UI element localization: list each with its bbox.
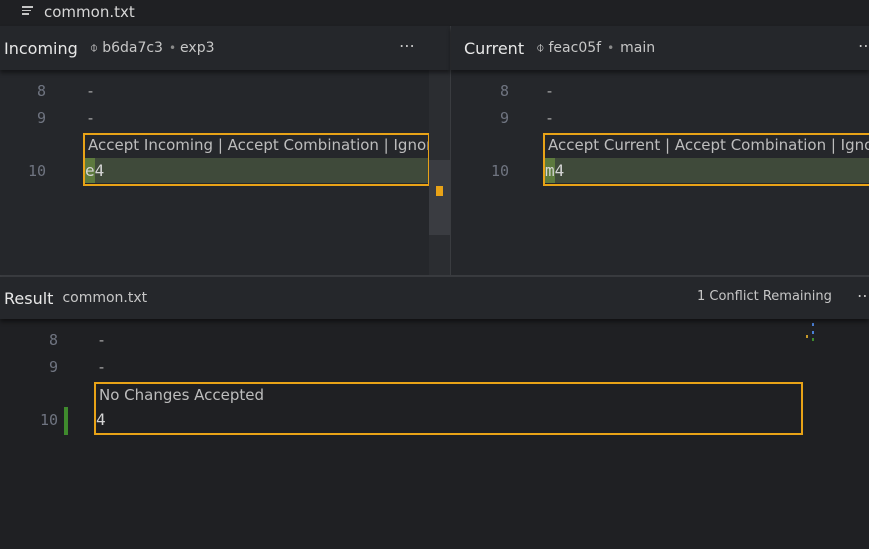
line-number: 8 bbox=[36, 82, 46, 100]
clipped-line: - bbox=[86, 70, 95, 75]
line-text: - bbox=[545, 82, 555, 100]
clipped-line: - bbox=[545, 70, 554, 75]
overview-ruler-mark bbox=[812, 331, 814, 334]
line-text: - bbox=[86, 82, 96, 100]
result-conflict-text: 4 bbox=[96, 410, 106, 429]
pane-divider[interactable] bbox=[450, 26, 451, 275]
current-codelens[interactable]: Accept Current | Accept Combination | Ig… bbox=[548, 136, 869, 154]
line-text: - bbox=[97, 358, 107, 376]
minimap-conflict-mark bbox=[436, 186, 443, 196]
incoming-branch[interactable]: exp3 bbox=[180, 40, 215, 56]
result-codelens[interactable]: No Changes Accepted bbox=[99, 386, 265, 404]
incoming-commit[interactable]: b6da7c3 bbox=[102, 40, 163, 56]
line-number: 10 bbox=[27, 162, 46, 180]
incoming-codelens[interactable]: Accept Incoming | Accept Combination | I… bbox=[88, 136, 442, 154]
changed-line-highlight bbox=[85, 158, 428, 183]
current-conflict-box bbox=[543, 133, 869, 186]
changed-char-highlight bbox=[85, 158, 95, 183]
line-text: - bbox=[97, 331, 107, 349]
incoming-conflict-box bbox=[83, 133, 430, 186]
line-number: 9 bbox=[36, 109, 46, 127]
more-horizontal-icon[interactable]: ⋯ bbox=[858, 36, 869, 55]
current-branch[interactable]: main bbox=[620, 40, 656, 56]
line-number: 8 bbox=[499, 82, 509, 100]
result-conflict-box bbox=[94, 382, 803, 435]
file-title: common.txt bbox=[44, 3, 135, 21]
changed-line-highlight bbox=[545, 158, 869, 183]
title-bar: common.txt bbox=[0, 0, 869, 24]
changed-char-highlight bbox=[545, 158, 555, 183]
text-file-icon bbox=[22, 6, 33, 16]
line-text: - bbox=[86, 109, 96, 127]
incoming-label: Incoming bbox=[4, 38, 78, 58]
line-text: - bbox=[545, 109, 555, 127]
more-horizontal-icon[interactable]: ⋯ bbox=[857, 286, 869, 305]
overview-ruler-mark bbox=[812, 323, 814, 326]
line-number: 9 bbox=[499, 109, 509, 127]
overview-ruler-mark bbox=[806, 335, 808, 338]
current-commit[interactable]: feac05f bbox=[548, 40, 602, 56]
incoming-header: Incoming ⌽ b6da7c3 • exp3 ⋯ bbox=[0, 26, 450, 70]
added-gutter-mark bbox=[64, 407, 68, 435]
git-commit-icon: ⌽ bbox=[89, 40, 99, 56]
separator-dot: • bbox=[168, 41, 177, 55]
current-header: Current ⌽ feac05f • main ⋯ bbox=[451, 26, 869, 70]
incoming-conflict-text: e4 bbox=[85, 161, 105, 180]
clipped-line: - bbox=[97, 319, 106, 324]
line-number: 10 bbox=[39, 411, 58, 429]
git-commit-icon: ⌽ bbox=[536, 40, 545, 56]
current-label: Current bbox=[464, 38, 525, 58]
conflict-status[interactable]: 1 Conflict Remaining bbox=[697, 289, 832, 304]
more-horizontal-icon[interactable]: ⋯ bbox=[399, 36, 416, 55]
pane-splitter[interactable] bbox=[0, 275, 869, 277]
result-file: common.txt bbox=[62, 290, 148, 306]
line-number: 10 bbox=[490, 162, 509, 180]
current-conflict-text: m4 bbox=[545, 161, 565, 180]
separator-dot: • bbox=[607, 41, 615, 55]
overview-ruler-mark bbox=[812, 338, 814, 341]
line-number: 8 bbox=[48, 331, 58, 349]
minimap-slider[interactable] bbox=[429, 160, 450, 235]
result-header: Result common.txt 1 Conflict Remaining ⋯ bbox=[0, 277, 869, 319]
result-label: Result bbox=[4, 288, 54, 308]
line-number: 9 bbox=[48, 358, 58, 376]
